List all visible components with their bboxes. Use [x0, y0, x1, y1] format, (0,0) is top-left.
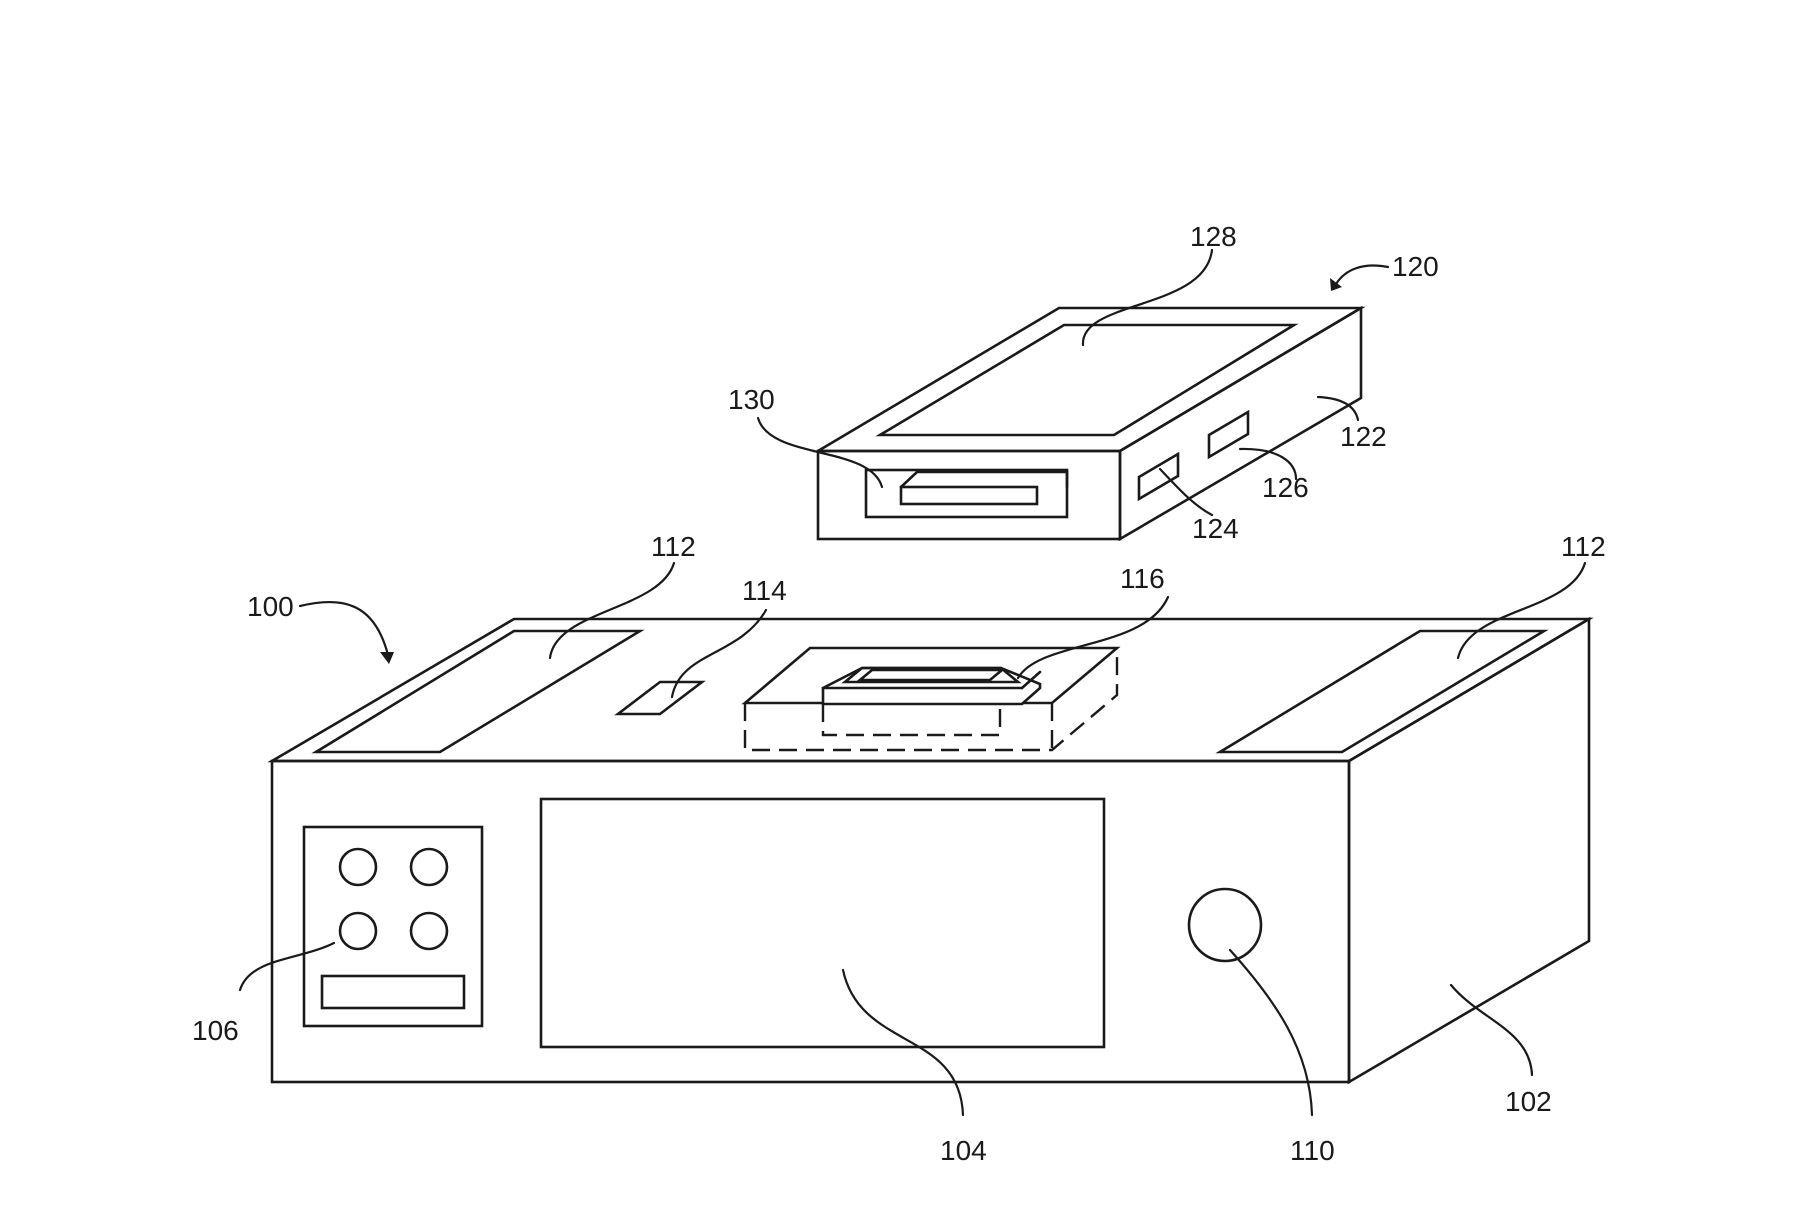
label-module: 120	[1392, 251, 1439, 282]
module-screen	[875, 323, 1299, 437]
label-module-screen: 128	[1190, 221, 1237, 252]
label-port-b: 126	[1262, 472, 1309, 503]
module-connector-opening	[864, 468, 1069, 519]
dock-connector-contacts	[856, 668, 1006, 682]
speaker-grille-right	[1215, 629, 1549, 754]
module-port-124	[1137, 451, 1180, 502]
label-connector: 130	[728, 384, 775, 415]
housing-front-face	[270, 759, 1351, 1084]
slot	[614, 680, 706, 716]
dock-cavity	[741, 646, 1121, 752]
base-unit	[267, 616, 1594, 1085]
label-device: 100	[247, 591, 294, 622]
module-connector-plug	[899, 485, 1039, 506]
module-side-face	[1118, 305, 1363, 542]
label-buttons: 106	[192, 1015, 239, 1046]
label-slot: 114	[742, 575, 787, 606]
button-bar	[320, 974, 466, 1010]
label-module-side: 122	[1340, 421, 1387, 452]
label-speaker-right: 112	[1561, 531, 1606, 562]
display-screen	[539, 797, 1106, 1049]
reference-arrows	[298, 264, 1390, 664]
label-housing: 102	[1505, 1086, 1552, 1117]
button-circle	[338, 911, 378, 951]
label-display: 104	[940, 1135, 987, 1166]
button-circle	[338, 847, 378, 887]
knob	[1187, 887, 1263, 963]
portable-module	[813, 305, 1366, 542]
label-dock: 116	[1120, 563, 1165, 594]
label-knob: 110	[1290, 1135, 1335, 1166]
button-circle	[409, 847, 449, 887]
housing-side-face	[1347, 616, 1591, 1085]
reference-labels: 100 102 104 106 110 112 114 116 112 120 …	[192, 221, 1606, 1166]
button-panel	[302, 825, 484, 1028]
leader-lines	[238, 248, 1587, 1117]
label-speaker-left: 112	[651, 531, 696, 562]
label-port-a: 124	[1192, 513, 1239, 544]
module-front-face	[816, 449, 1122, 541]
module-port-126	[1207, 409, 1250, 460]
speaker-grille-left	[311, 629, 645, 754]
button-circle	[409, 911, 449, 951]
